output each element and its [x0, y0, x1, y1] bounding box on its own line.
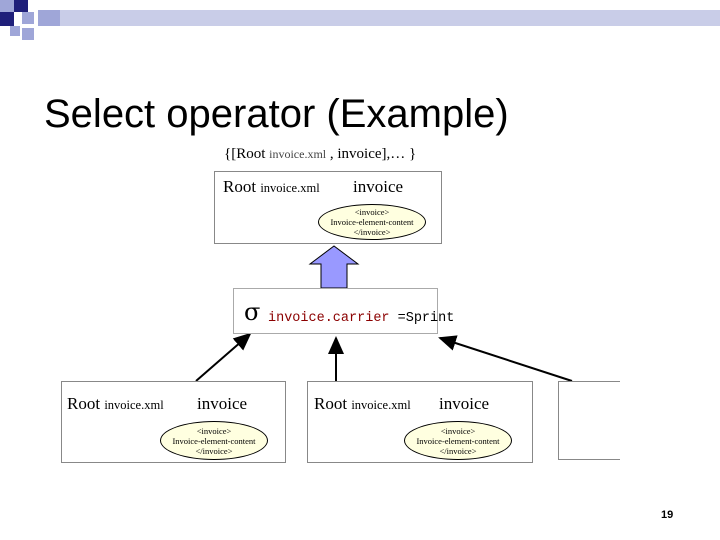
oval-line: </invoice> — [439, 445, 477, 456]
predicate-path: invoice.carrier — [268, 311, 390, 326]
input-box-middle: Root invoice.xml invoice <invoice> Invoi… — [307, 381, 533, 463]
left-root-file: invoice.xml — [104, 398, 164, 412]
result-root-word: Root — [223, 177, 261, 196]
select-operator-box — [233, 288, 438, 334]
input-box-left: Root invoice.xml invoice <invoice> Invoi… — [61, 381, 286, 463]
page-number: 19 — [661, 509, 674, 521]
predicate-condition: =Sprint — [389, 311, 455, 326]
left-root-label: Root invoice.xml — [67, 394, 164, 414]
subtitle-open: {[Root — [224, 146, 270, 162]
sigma-symbol: σ — [244, 298, 261, 326]
result-root-label: Root invoice.xml — [223, 177, 320, 197]
middle-element-label: invoice — [439, 394, 490, 413]
result-element-label: invoice — [353, 177, 404, 196]
oval-line: Invoice-element-content — [416, 435, 500, 446]
input-line-right — [438, 335, 573, 382]
oval-line: Invoice-element-content — [172, 435, 256, 446]
result-root-file: invoice.xml — [260, 181, 320, 195]
select-predicate: invoice.carrier =Sprint — [268, 311, 454, 326]
middle-invoice-node: <invoice> Invoice-element-content </invo… — [404, 421, 512, 460]
subtitle-rest: , invoice],… } — [326, 146, 417, 162]
oval-line: <invoice> — [440, 425, 476, 436]
result-arrow — [308, 245, 360, 289]
middle-root-word: Root — [314, 394, 352, 413]
result-box: Root invoice.xml invoice <invoice> Invoi… — [214, 171, 442, 244]
left-invoice-node: <invoice> Invoice-element-content </invo… — [160, 421, 268, 460]
middle-root-label: Root invoice.xml — [314, 394, 411, 414]
middle-root-file: invoice.xml — [351, 398, 411, 412]
slide-subtitle: {[Root invoice.xml , invoice],… } — [224, 146, 416, 163]
oval-line: </invoice> — [195, 445, 233, 456]
left-element-label: invoice — [197, 394, 248, 413]
input-line-left — [195, 332, 252, 382]
slide-title: Select operator (Example) — [44, 92, 509, 136]
oval-line: <invoice> — [196, 425, 232, 436]
result-invoice-node: <invoice> Invoice-element-content </invo… — [318, 204, 426, 240]
left-root-word: Root — [67, 394, 105, 413]
subtitle-file: invoice.xml — [269, 147, 327, 161]
oval-line: </invoice> — [353, 227, 391, 237]
input-box-right — [558, 381, 620, 460]
oval-line: <invoice> — [354, 207, 390, 217]
corner-decoration — [0, 0, 720, 60]
oval-line: Invoice-element-content — [330, 217, 414, 227]
